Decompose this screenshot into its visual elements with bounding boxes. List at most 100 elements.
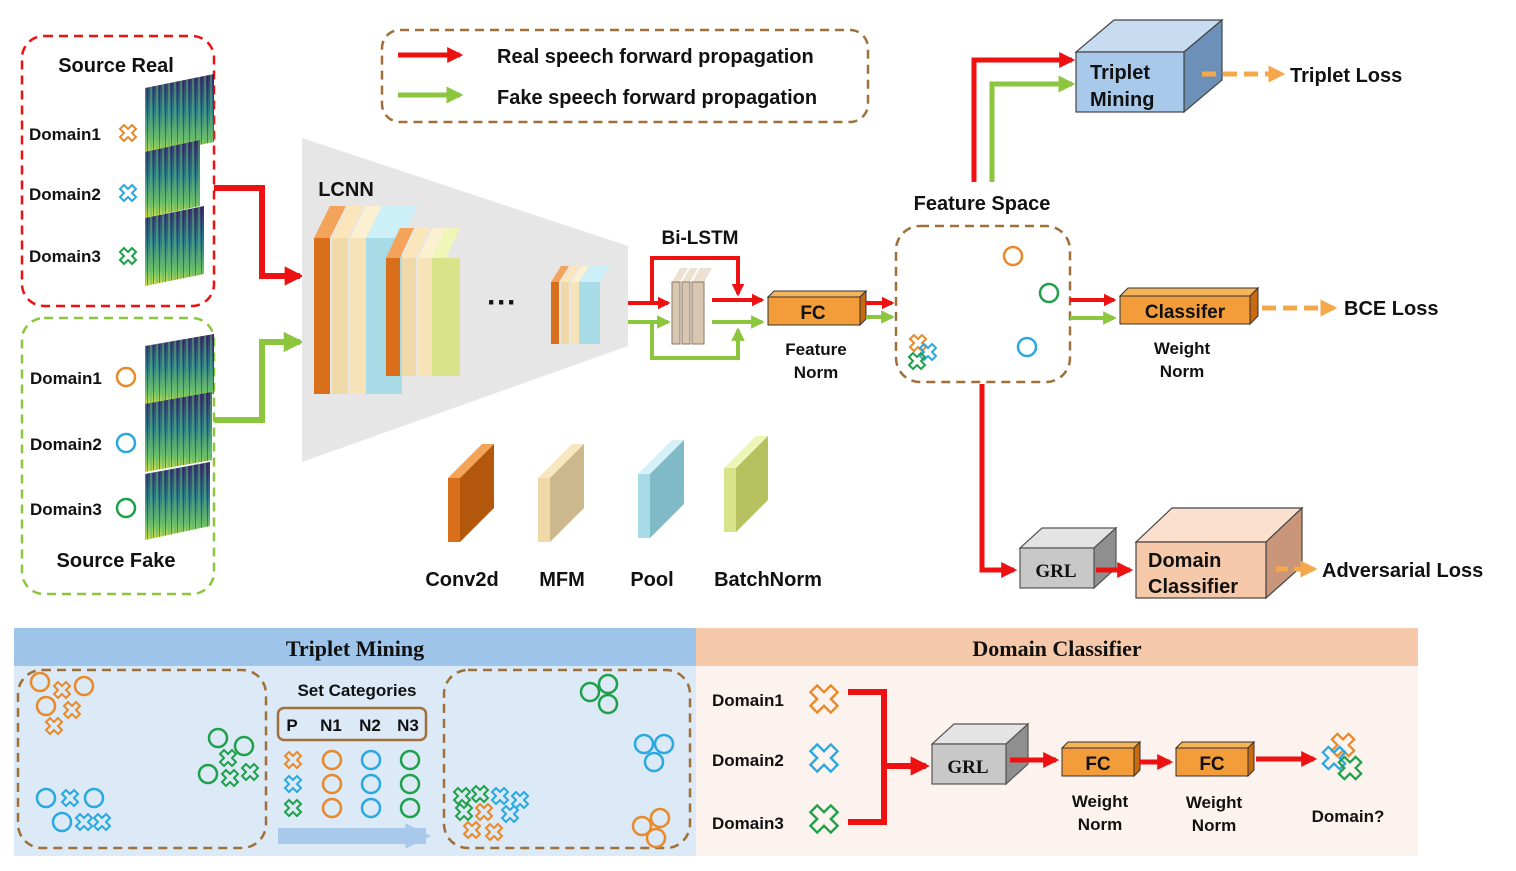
classifier-norm-line1: Weight [1154, 339, 1211, 358]
legend-real-label: Real speech forward propagation [497, 46, 814, 68]
legend-fake-label: Fake speech forward propagation [497, 87, 817, 109]
domain-classifier-block [1134, 506, 1304, 600]
dc-panel-title: Domain Classifier [972, 636, 1142, 661]
bilstm-skip-real [650, 256, 745, 303]
adversarial-loss-label: Adversarial Loss [1322, 560, 1483, 582]
triplet-after-clusters [452, 673, 675, 849]
dc-fc1-label: FC [1085, 754, 1111, 775]
feature-space-box [894, 224, 1072, 384]
lcnn-ellipsis: ··· [487, 286, 517, 319]
source-fake-domain3: Domain3 [30, 500, 102, 519]
legend-conv2d-label: Conv2d [425, 569, 498, 591]
dc-panel-header [696, 628, 1418, 666]
spectrogram-real-1 [145, 74, 214, 156]
dc-fc2-label: FC [1199, 754, 1225, 775]
triplet-mining-box [1074, 18, 1224, 114]
feature-to-triplet-real [971, 51, 1076, 182]
set-col-n2: N2 [359, 716, 381, 735]
triplet-box-line2: Mining [1090, 89, 1154, 111]
source-real-domain3: Domain3 [29, 247, 101, 266]
triplet-before-clusters [29, 671, 260, 833]
x-green-icon [808, 803, 840, 835]
lcnn-layer-stack-2 [386, 228, 460, 376]
triplet-before-box [16, 668, 268, 850]
triplet-loss-label: Triplet Loss [1290, 65, 1402, 87]
grl-block [1018, 526, 1118, 590]
bilstm-block [671, 268, 712, 345]
set-col-n1: N1 [320, 716, 342, 735]
bilstm-skip-fake [650, 322, 745, 360]
classifier-block [1118, 286, 1260, 326]
circle-blue-icon [1016, 336, 1038, 358]
dc-output-label: Domain? [1312, 807, 1385, 826]
set-col-n3: N3 [397, 716, 419, 735]
triplet-box-line1: Triplet [1090, 62, 1150, 84]
spectrogram-fake-2 [145, 392, 212, 472]
spectrogram-fake-3 [145, 462, 210, 540]
legend-pool-label: Pool [630, 569, 673, 591]
x-green-icon [118, 246, 138, 266]
set-categories-label: Set Categories [297, 681, 416, 700]
set-categories-header-box [276, 706, 428, 742]
x-orange-icon [118, 123, 138, 143]
grl-label: GRL [1035, 561, 1076, 582]
circle-green-icon [1038, 282, 1060, 304]
dc-line2: Classifier [1148, 576, 1238, 598]
dc-fc1-block [1060, 740, 1142, 778]
spectrogram-real-3 [145, 206, 204, 286]
spectrogram-fake-1 [145, 334, 214, 406]
fc-block [766, 289, 868, 327]
circle-green-icon [115, 497, 137, 519]
spectrogram-real-2 [145, 140, 200, 218]
circle-blue-icon [115, 432, 137, 454]
source-fake-title: Source Fake [57, 550, 176, 572]
source-fake-domain1: Domain1 [30, 369, 102, 388]
dc-fc2-block [1174, 740, 1256, 778]
legend-box [380, 28, 870, 124]
legend-mfm-label: MFM [539, 569, 585, 591]
classifier-label: Classifer [1145, 302, 1226, 323]
source-fake-domain2: Domain2 [30, 435, 102, 454]
dc-grl-block [930, 722, 1030, 786]
triplet-panel-header [14, 628, 696, 666]
dc-domain3: Domain3 [712, 814, 784, 833]
triplet-after-box [442, 668, 692, 850]
legend-pool-slab [638, 440, 684, 538]
dc-domains-bracket [848, 689, 887, 825]
x-blue-icon [808, 742, 840, 774]
legend-batchnorm-slab [724, 436, 768, 532]
feature-to-grl-arrow [979, 384, 1018, 579]
set-categories-grid [283, 749, 421, 819]
fc-norm-line1: Feature [785, 340, 846, 359]
x-orange-icon [808, 683, 840, 715]
lcnn-label: LCNN [318, 179, 374, 201]
dc-fc1-norm: Norm [1078, 815, 1122, 834]
real-input-arrow [214, 185, 304, 286]
dc-fc2-weight: Weight [1186, 793, 1243, 812]
legend-mfm-slab [538, 444, 584, 542]
fc-label: FC [800, 303, 826, 324]
dc-output-symbols [1321, 732, 1363, 781]
set-col-p: P [286, 716, 297, 735]
legend-conv2d-slab [448, 444, 494, 542]
circle-orange-icon [1002, 245, 1024, 267]
dc-line1: Domain [1148, 550, 1221, 572]
dc-domain1: Domain1 [712, 691, 784, 710]
lcnn-layer-stack-3 [551, 266, 610, 344]
bce-loss-label: BCE Loss [1344, 298, 1438, 320]
classifier-norm-line2: Norm [1160, 362, 1204, 381]
bilstm-label: Bi-LSTM [661, 228, 738, 249]
circle-orange-icon [115, 366, 137, 388]
x-green-icon [907, 351, 927, 371]
feature-space-label: Feature Space [914, 193, 1051, 215]
source-real-box [20, 34, 216, 308]
dc-grl-label: GRL [947, 757, 988, 778]
fake-input-arrow [214, 331, 305, 423]
source-real-domain1: Domain1 [29, 125, 101, 144]
source-real-domain2: Domain2 [29, 185, 101, 204]
dc-fc2-norm: Norm [1192, 816, 1236, 835]
legend-batchnorm-label: BatchNorm [714, 569, 822, 591]
feature-to-triplet-fake [989, 75, 1076, 182]
dc-fc1-weight: Weight [1072, 792, 1129, 811]
